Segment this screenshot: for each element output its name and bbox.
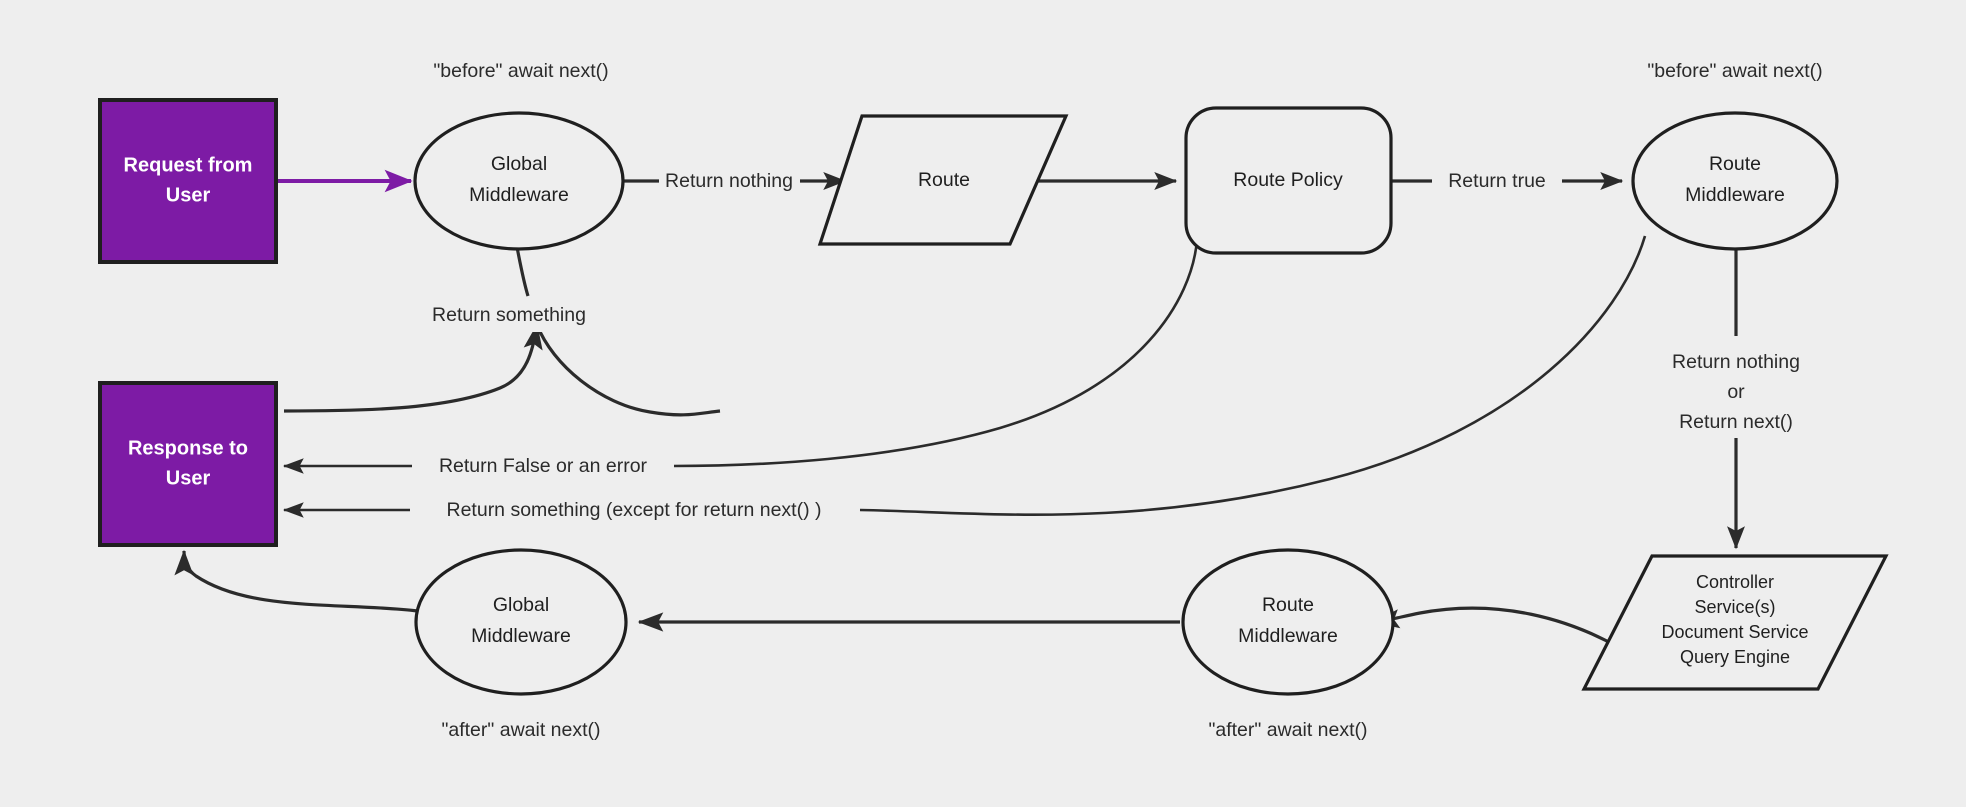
node-label-route-middleware-after-line2: Middleware <box>1238 625 1338 647</box>
annotation-before-await-next-global: "before" await next() <box>433 60 608 82</box>
node-response-to-user[interactable]: Response to User <box>98 381 278 547</box>
node-label-route-middleware-before-line2: Middleware <box>1685 184 1785 206</box>
node-label-route-middleware-before-line1: Route <box>1709 153 1761 175</box>
edge-policy-to-route-middleware: Return true <box>1390 170 1624 192</box>
edge-label-return-true: Return true <box>1448 170 1546 192</box>
node-label-route-middleware-after-line1: Route <box>1262 594 1314 616</box>
node-label-global-middleware-after-line2: Middleware <box>471 625 571 647</box>
edge-global-after-to-response <box>174 549 419 613</box>
edge-label-return-nothing: Return nothing <box>665 170 793 192</box>
node-route-policy[interactable]: Route Policy <box>1184 106 1393 255</box>
annotation-after-await-next-global: "after" await next() <box>441 719 600 741</box>
edge-policy-return-false: Return False or an error <box>282 239 1199 482</box>
node-route-middleware-after[interactable]: Route Middleware <box>1181 548 1395 696</box>
node-label-global-middleware-before-line1: Global <box>491 153 547 175</box>
node-label-request-from-user-line1: Request from <box>124 154 253 176</box>
edge-label-return-something-text: Return something <box>432 304 586 326</box>
node-global-middleware-after[interactable]: Global Middleware <box>414 548 628 696</box>
annotation-after-await-next-route: "after" await next() <box>1208 719 1367 741</box>
node-label-request-from-user-line2: User <box>166 184 211 206</box>
node-global-middleware-before[interactable]: Global Middleware <box>413 111 625 251</box>
node-label-route: Route <box>918 169 970 191</box>
node-label-document-service: Document Service <box>1661 622 1808 642</box>
edge-label-return-next: Return next() <box>1679 411 1793 433</box>
node-label-response-to-user-line1: Response to <box>128 437 248 459</box>
node-request-from-user[interactable]: Request from User <box>98 98 278 264</box>
edge-label-return-false-or-error: Return False or an error <box>439 455 648 477</box>
edge-route-middleware-to-controller: Return nothing or Return next() <box>1648 242 1826 550</box>
node-label-global-middleware-after-line1: Global <box>493 594 549 616</box>
node-label-route-policy: Route Policy <box>1233 169 1343 191</box>
edge-global-return-something: Return something Return something <box>283 246 721 417</box>
node-route-middleware-before[interactable]: Route Middleware <box>1631 111 1839 251</box>
edge-global-to-route: Return nothing <box>623 170 847 192</box>
node-label-global-middleware-before-line2: Middleware <box>469 184 569 206</box>
annotation-before-await-next-route: "before" await next() <box>1647 60 1822 82</box>
edge-label-or: or <box>1727 381 1745 403</box>
edge-route-middleware-return-something: Return something (except for return next… <box>282 235 1647 526</box>
node-label-response-to-user-line2: User <box>166 467 211 489</box>
node-label-query-engine: Query Engine <box>1680 647 1790 667</box>
node-route[interactable]: Route <box>817 114 1069 246</box>
edge-label-return-something-except: Return something (except for return next… <box>447 499 822 521</box>
node-label-services: Service(s) <box>1694 597 1775 617</box>
node-controller-stack[interactable]: Controller Service(s) Document Service Q… <box>1581 554 1889 691</box>
node-label-controller: Controller <box>1696 572 1774 592</box>
edge-label-return-nothing-2: Return nothing <box>1672 351 1800 373</box>
edge-controller-to-route-middleware-after <box>1373 606 1619 649</box>
